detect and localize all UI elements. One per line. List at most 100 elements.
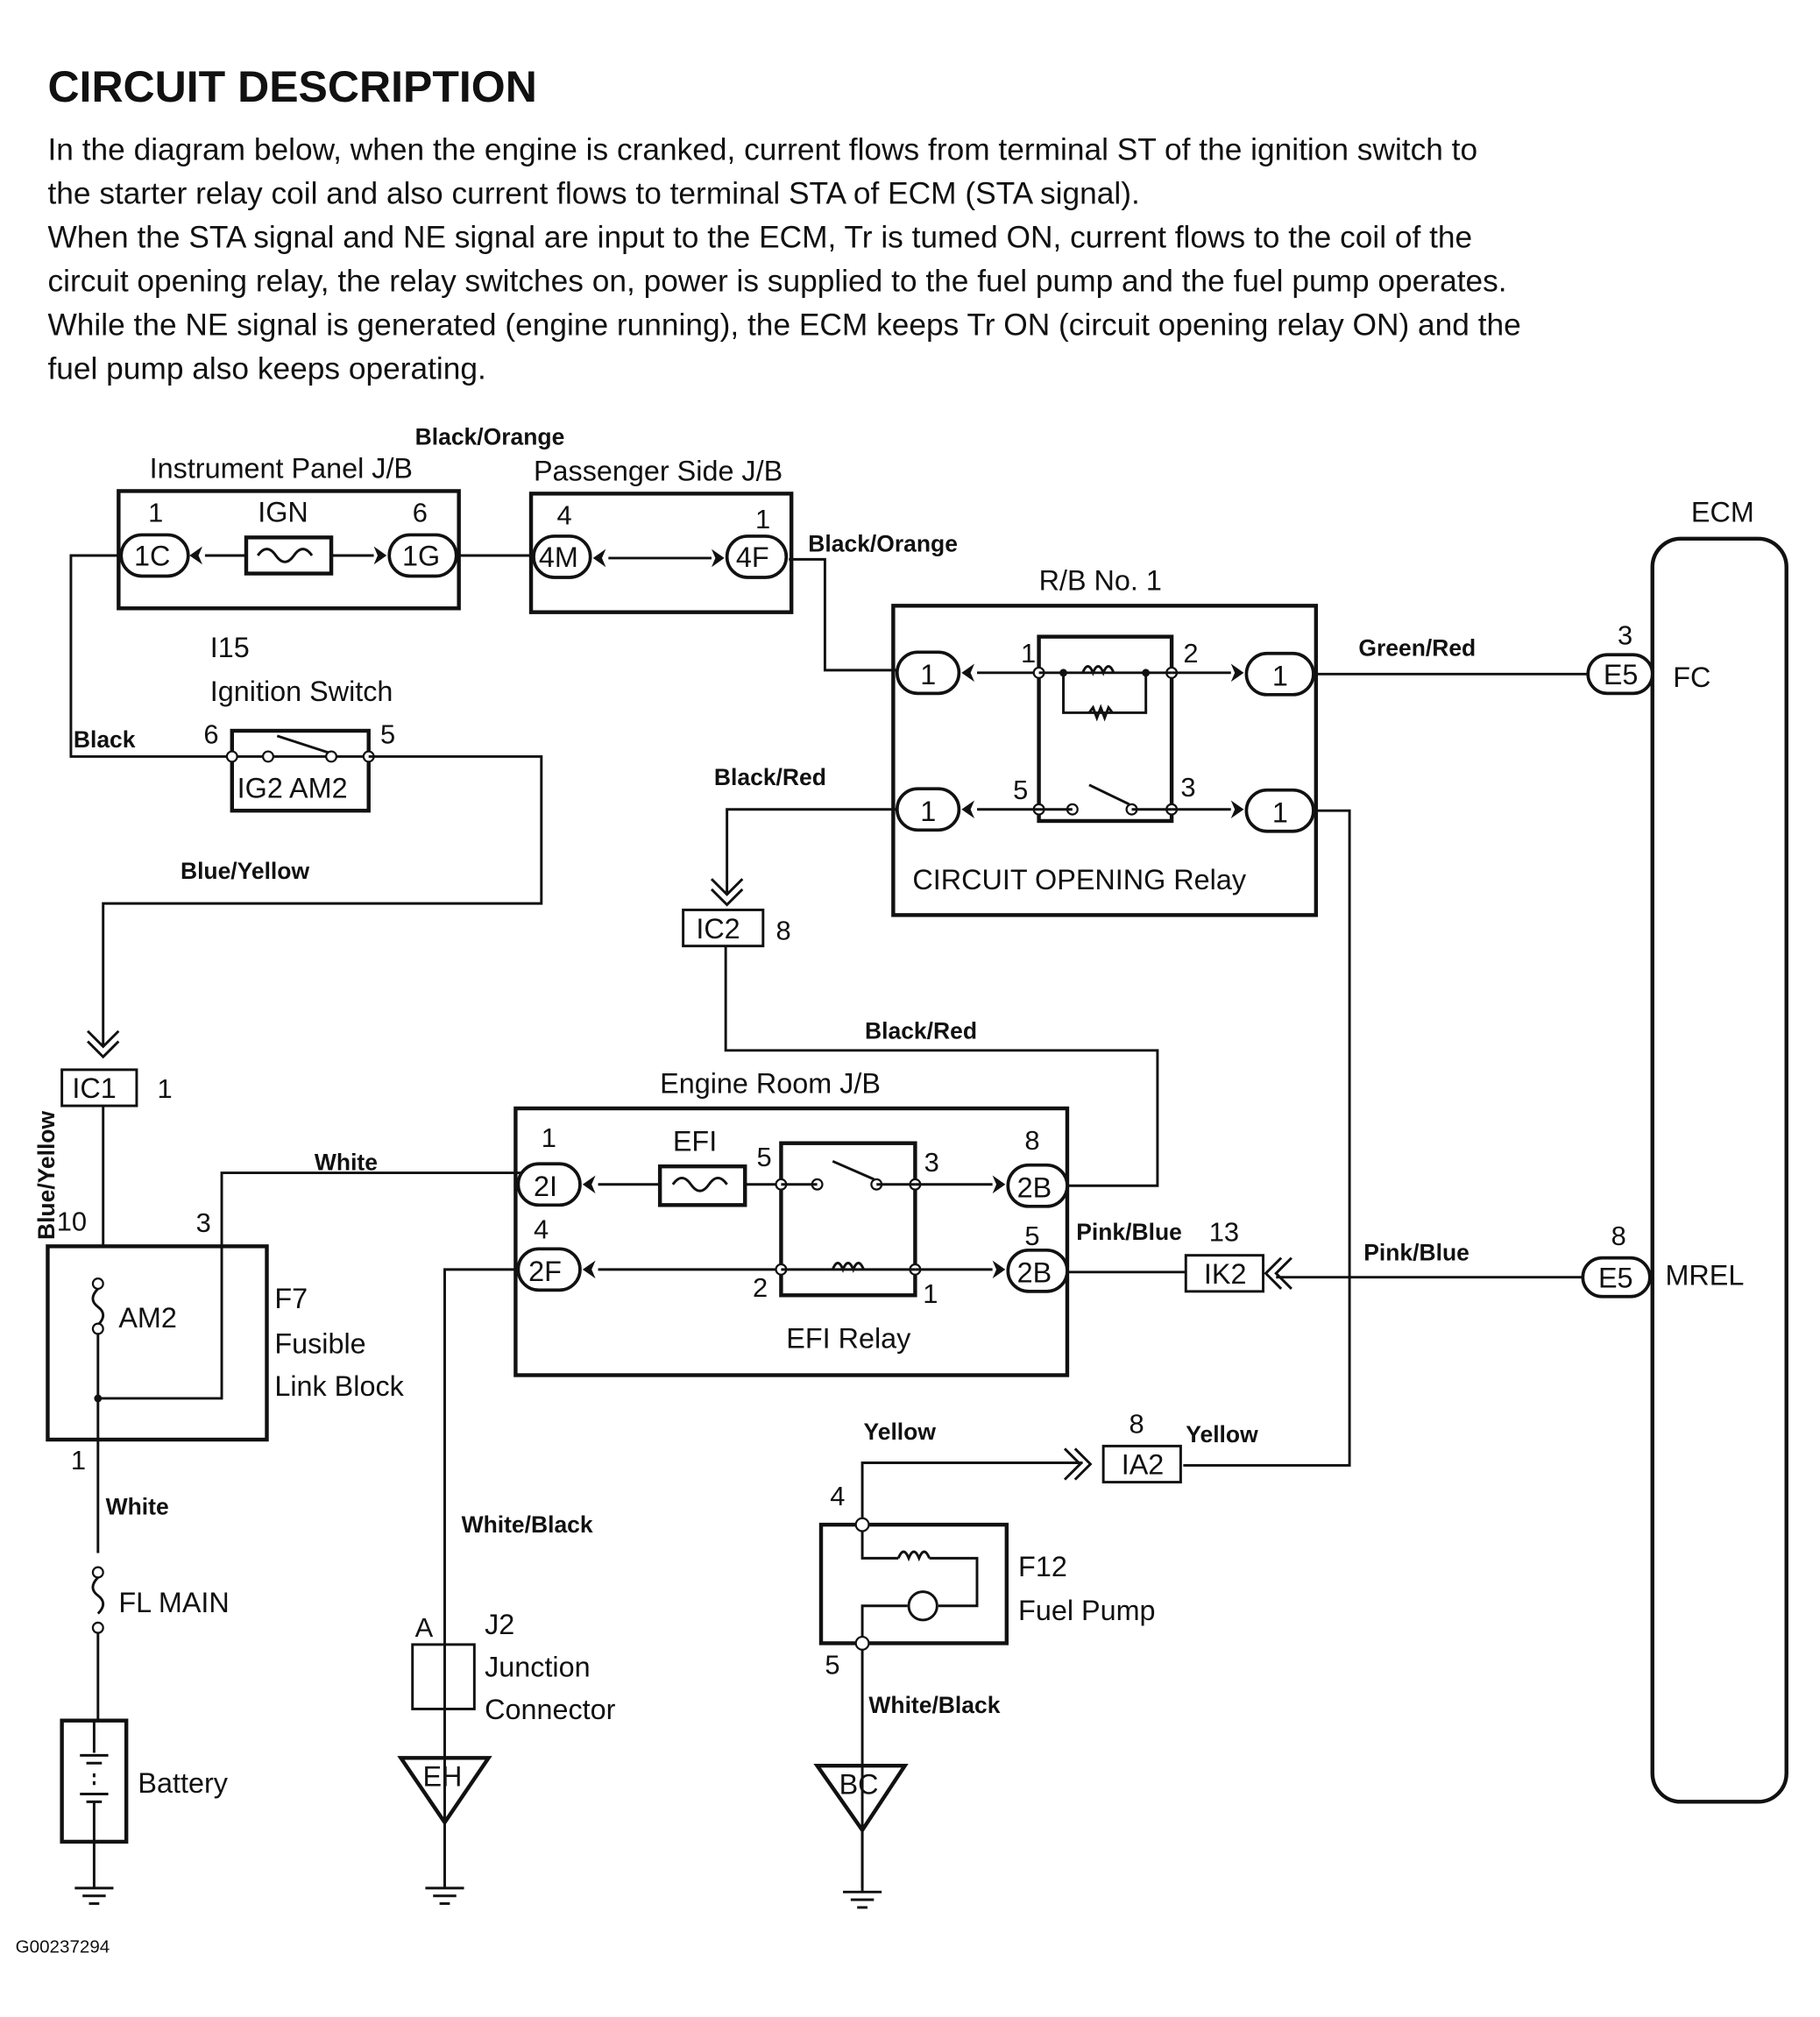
description-line: While the NE signal is generated (engine… xyxy=(47,308,1520,342)
passenger-side-jb-box xyxy=(528,492,794,614)
pin-label: 3 xyxy=(1618,619,1632,650)
connector-arrow-icon xyxy=(592,548,606,568)
pin-label: 1 xyxy=(755,504,770,534)
circuit-opening-relay-box xyxy=(1037,634,1174,824)
connector-4f-label: 4F xyxy=(736,541,769,573)
connector-2b-bottom xyxy=(1006,1248,1069,1293)
pin-label: 6 xyxy=(203,719,218,750)
connector-rb-top-left xyxy=(895,650,961,696)
wire-label-yellow: Yellow xyxy=(864,1419,937,1445)
description-line: When the STA signal and NE signal are in… xyxy=(47,220,1472,254)
battery-label: Battery xyxy=(138,1767,228,1799)
pin-label: 10 xyxy=(57,1207,87,1237)
connector-arrow-icon xyxy=(1230,663,1244,683)
pin-label: 1 xyxy=(923,1278,938,1309)
description-line: circuit opening relay, the relay switche… xyxy=(47,264,1506,298)
connector-arrow-icon xyxy=(1230,800,1244,819)
wire-label-black-red: Black/Red xyxy=(865,1018,977,1044)
passenger-side-jb: Passenger Side J/B 4 1 4M 4F xyxy=(528,456,794,614)
instrument-panel-jb-label: Instrument Panel J/B xyxy=(150,453,413,485)
ign-fuse-label: IGN xyxy=(258,497,308,528)
pin-label: 2 xyxy=(753,1272,768,1303)
pin-label: 3 xyxy=(1180,772,1195,803)
connector-4m xyxy=(532,534,592,579)
efi-fuse-label: EFI xyxy=(673,1126,717,1157)
pin-label: 4 xyxy=(830,1481,845,1511)
engine-room-jb-label: Engine Room J/B xyxy=(660,1067,881,1099)
connector-1g-label: 1G xyxy=(402,541,440,572)
connector-4f xyxy=(725,534,789,579)
efi-relay-label: EFI Relay xyxy=(786,1323,911,1355)
ic1-connector xyxy=(60,1068,138,1108)
circuit-opening-relay-label: CIRCUIT OPENING Relay xyxy=(912,864,1246,895)
pin-label: 1 xyxy=(542,1122,556,1153)
fuel-pump-box xyxy=(818,1522,1009,1645)
figure-id: G00237294 xyxy=(16,1936,110,1957)
connector-arrow-icon xyxy=(373,546,387,565)
pin-label: 1 xyxy=(157,1073,172,1104)
fusible-link-name: Fusible xyxy=(274,1327,365,1359)
ecm-fc-terminal: FC xyxy=(1673,662,1710,693)
pin-label: 1 xyxy=(148,498,163,528)
relay-switch-icon xyxy=(832,1159,875,1181)
relay-coil-icon xyxy=(1081,665,1115,676)
wire-label-black-orange: Black/Orange xyxy=(415,423,565,449)
pin-label: 4 xyxy=(534,1214,549,1245)
connector-arrow-icon xyxy=(992,1175,1006,1194)
pin-label: 5 xyxy=(756,1142,771,1172)
ecm-mrel-terminal: MREL xyxy=(1665,1260,1744,1292)
connector-label: 2I xyxy=(534,1171,557,1202)
pin-label: 1 xyxy=(1021,638,1036,669)
connector-arrow-icon xyxy=(582,1175,596,1194)
fuse-icon xyxy=(257,548,314,563)
switch-contact-icon xyxy=(276,734,329,754)
pin-label: 6 xyxy=(413,498,428,528)
wire-label-green-red: Green/Red xyxy=(1358,635,1476,662)
efi-fuse xyxy=(657,1164,747,1207)
description-line: In the diagram below, when the engine is… xyxy=(47,132,1477,166)
wire-label-blue-yellow: Blue/Yellow xyxy=(181,858,310,884)
battery: Battery xyxy=(60,1718,229,1888)
connector-arrow-icon xyxy=(582,1260,596,1279)
connector-arrow-icon xyxy=(189,546,202,565)
ik2-label: IK2 xyxy=(1204,1258,1247,1290)
ic1-label: IC1 xyxy=(72,1072,116,1104)
fusible-link-code: F7 xyxy=(274,1283,308,1314)
ik2-connector xyxy=(1184,1254,1265,1293)
ignition-switch: I15 Ignition Switch 6 5 IG2 AM2 xyxy=(203,632,395,813)
ground-point-label: BC xyxy=(839,1769,879,1801)
description-paragraph: In the diagram below, when the engine is… xyxy=(47,132,1520,386)
wire-label-white-black: White/Black xyxy=(868,1692,1000,1718)
rb-no1-label: R/B No. 1 xyxy=(1039,565,1162,597)
connector-label: 1 xyxy=(920,796,936,827)
rb-no1: R/B No. 1 1 1 2 5 3 1 1 xyxy=(891,565,1319,917)
instrument-panel-jb-box xyxy=(117,489,461,611)
connector-rb-top-right xyxy=(1244,651,1315,697)
connector-label: 1 xyxy=(1272,661,1288,692)
description-line: fuel pump also keeps operating. xyxy=(47,351,485,386)
pin-label: 8 xyxy=(1024,1125,1039,1156)
connector-2i xyxy=(516,1162,582,1207)
ic2-connector xyxy=(682,909,765,948)
pin-label: 5 xyxy=(825,1650,839,1681)
connector-arrow-icon xyxy=(961,800,975,819)
ignition-switch-box xyxy=(230,728,371,813)
instrument-panel-jb: Instrument Panel J/B 1 IGN 6 1C 1G xyxy=(117,453,461,611)
rb-no1-box xyxy=(891,604,1319,917)
ground-point-icon xyxy=(813,1763,909,1834)
section-title: CIRCUIT DESCRIPTION xyxy=(47,62,536,111)
fuse-icon xyxy=(671,1176,728,1193)
pin-label: 8 xyxy=(776,915,791,945)
connector-arrow-icon xyxy=(961,663,975,683)
connector-e5-fc xyxy=(1586,653,1654,696)
pin-label: 5 xyxy=(1013,775,1028,805)
wire-label-white-black: White/Black xyxy=(462,1511,593,1538)
ic2-label: IC2 xyxy=(696,913,740,945)
ecm-box xyxy=(1650,536,1788,1804)
fusible-link-icon xyxy=(91,1287,105,1327)
junction-connector-code: J2 xyxy=(485,1609,514,1640)
engine-room-jb-box xyxy=(513,1106,1070,1377)
ground-icon xyxy=(74,1886,114,1906)
fuel-pump: 4 F12 Fuel Pump 5 xyxy=(818,1481,1156,1681)
